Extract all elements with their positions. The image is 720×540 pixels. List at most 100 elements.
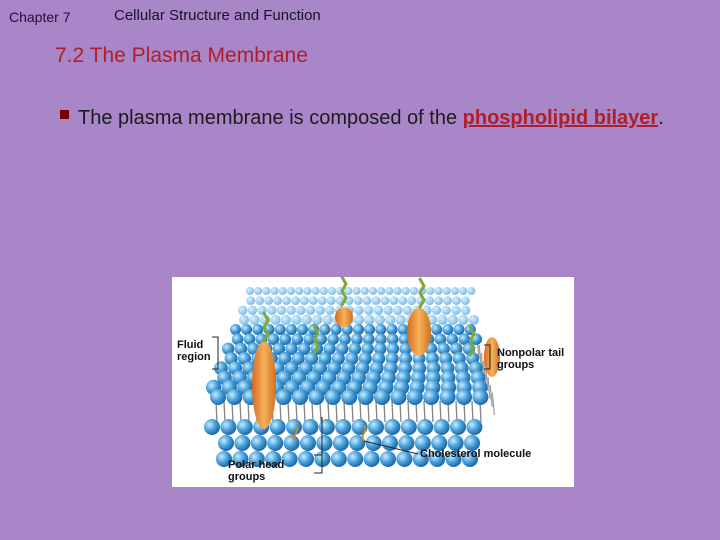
carbohydrate-chains xyxy=(262,277,476,442)
head-sphere xyxy=(433,419,450,435)
head-sphere xyxy=(399,342,412,355)
head-sphere xyxy=(246,287,254,295)
head-sphere xyxy=(468,314,479,325)
head-sphere xyxy=(262,287,271,295)
head-sphere xyxy=(315,305,325,315)
head-sphere xyxy=(451,305,461,315)
head-sphere xyxy=(373,305,384,315)
head-sphere xyxy=(382,435,398,451)
head-sphere xyxy=(234,435,251,451)
head-sphere xyxy=(361,342,374,355)
bullet-period: . xyxy=(658,107,664,129)
head-sphere xyxy=(249,314,260,325)
head-sphere xyxy=(327,333,339,345)
lipid-tail xyxy=(480,352,484,376)
head-sphere xyxy=(351,333,363,345)
head-sphere xyxy=(458,333,471,345)
head-sphere xyxy=(363,333,375,345)
head-sphere xyxy=(447,435,464,451)
head-sphere xyxy=(330,324,342,335)
nonpolar-label-line1: Nonpolar tail xyxy=(497,347,565,359)
head-sphere xyxy=(450,342,463,355)
head-sphere xyxy=(344,287,353,295)
head-sphere xyxy=(347,451,364,467)
head-sphere xyxy=(308,389,325,405)
head-sphere xyxy=(267,435,284,451)
head-sphere xyxy=(437,342,450,355)
head-sphere xyxy=(441,305,451,315)
head-sphere xyxy=(447,314,458,325)
phospholipid-bilayer-term: phospholipid bilayer xyxy=(462,107,659,129)
head-sphere xyxy=(426,287,435,295)
head-sphere xyxy=(312,314,323,325)
lipid-tail xyxy=(471,400,474,423)
label-lines xyxy=(212,336,491,474)
head-sphere xyxy=(274,324,286,335)
head-sphere xyxy=(222,342,235,355)
head-sphere xyxy=(285,342,298,355)
head-sphere xyxy=(431,324,443,335)
head-sphere xyxy=(254,287,263,295)
lipid-tail xyxy=(487,376,491,400)
head-sphere xyxy=(396,451,413,467)
head-sphere xyxy=(246,296,256,305)
head-sphere xyxy=(216,451,232,467)
carbohydrate-chain xyxy=(340,277,348,307)
surface-protein xyxy=(407,308,431,356)
head-sphere xyxy=(410,287,418,295)
head-sphere xyxy=(339,333,351,345)
lipid-tail xyxy=(279,400,282,423)
head-sphere xyxy=(354,305,364,315)
head-sphere xyxy=(353,296,363,305)
head-sphere xyxy=(459,287,468,295)
head-sphere xyxy=(386,333,399,345)
lipid-tail xyxy=(391,400,394,423)
head-sphere xyxy=(318,419,335,435)
lipid-tail xyxy=(287,400,290,423)
polar-head-bracket xyxy=(314,454,323,474)
head-sphere xyxy=(368,419,384,435)
head-sphere xyxy=(412,352,426,365)
head-sphere xyxy=(442,287,451,295)
head-sphere xyxy=(464,435,480,451)
side-protein xyxy=(484,337,500,377)
head-sphere xyxy=(407,296,417,305)
head-sphere xyxy=(302,419,319,435)
head-sphere xyxy=(374,314,385,325)
head-sphere xyxy=(439,389,456,405)
head-sphere xyxy=(401,287,410,295)
head-sphere xyxy=(434,333,447,345)
head-sphere xyxy=(399,352,412,365)
head-sphere xyxy=(417,419,434,435)
bullet-item: The plasma membrane is composed of the p… xyxy=(60,104,680,132)
nonpolar-label-line2: groups xyxy=(497,359,535,371)
head-sphere xyxy=(264,296,273,305)
head-sphere xyxy=(375,333,387,345)
lipid-tail xyxy=(483,360,487,384)
head-sphere xyxy=(442,324,454,335)
head-sphere xyxy=(362,296,372,305)
lipid-tail xyxy=(455,400,458,423)
carbohydrate-chain xyxy=(468,325,476,357)
small-protein xyxy=(335,307,353,327)
head-sphere xyxy=(364,305,374,315)
head-sphere xyxy=(330,451,347,467)
head-sphere xyxy=(445,451,462,467)
head-sphere xyxy=(230,324,241,335)
lipid-tail xyxy=(407,400,410,423)
head-sphere xyxy=(275,389,292,405)
head-sphere xyxy=(452,296,461,305)
lipid-tail xyxy=(319,400,322,423)
head-sphere xyxy=(276,305,287,315)
head-sphere xyxy=(393,287,402,295)
head-sphere xyxy=(353,314,365,325)
integral-protein xyxy=(252,341,276,429)
lipid-tail xyxy=(491,392,495,416)
head-sphere xyxy=(326,296,336,305)
head-sphere xyxy=(301,314,312,325)
head-sphere xyxy=(456,389,472,405)
nonpolar-bracket xyxy=(484,344,491,370)
head-sphere xyxy=(300,435,316,451)
head-sphere xyxy=(380,451,396,467)
cholesterol-leader xyxy=(363,440,419,455)
